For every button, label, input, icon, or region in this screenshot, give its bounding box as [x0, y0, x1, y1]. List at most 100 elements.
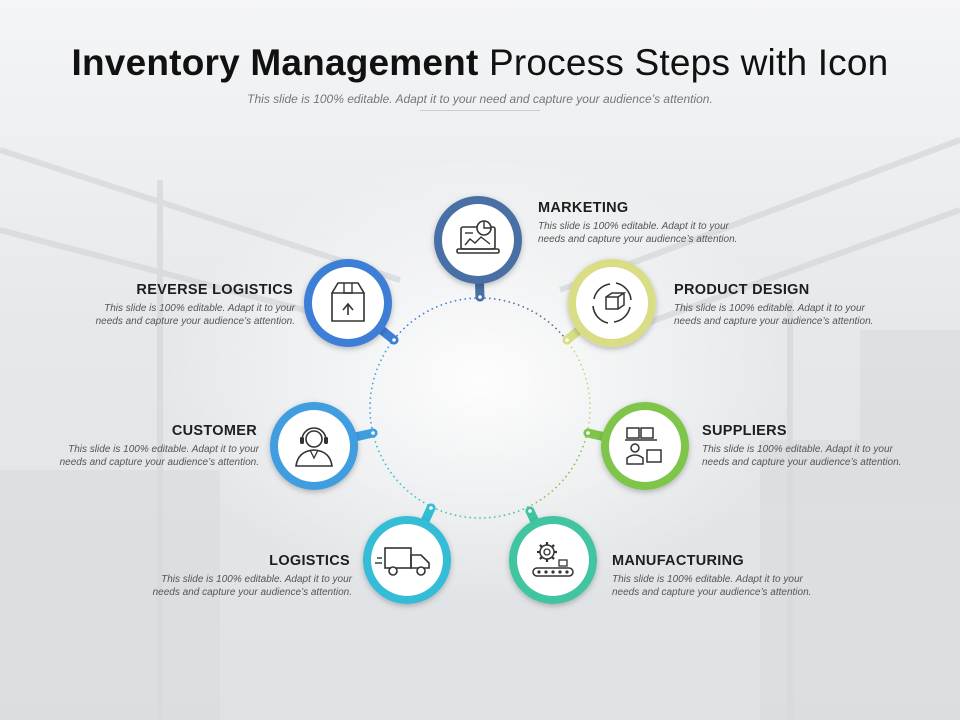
ring-dot: [570, 346, 573, 349]
title-bold: Inventory Management: [71, 42, 479, 83]
ring-dot: [531, 503, 534, 506]
ring-dot: [488, 297, 491, 300]
ring-dot: [431, 307, 434, 310]
ring-dot: [588, 392, 590, 395]
ring-dot: [369, 407, 371, 409]
desc-line-1: This slide is 100% editable. Adapt it to…: [538, 221, 729, 232]
step-reverse-logistics: [304, 259, 399, 347]
ring-dot: [464, 298, 467, 300]
ring-dot: [399, 331, 402, 333]
ring-dot: [377, 363, 380, 366]
ring-dot: [370, 426, 373, 429]
ring-dot: [379, 454, 382, 457]
ring-dot: [426, 310, 429, 313]
headset-person-icon: [295, 427, 333, 467]
ring-dot: [370, 392, 372, 395]
ring-dot: [410, 321, 413, 323]
ring-dot: [588, 421, 590, 424]
ring-dot: [382, 354, 385, 357]
ring-dot: [513, 511, 515, 514]
ring-dot: [498, 298, 501, 301]
ring-dot: [390, 471, 392, 474]
ring-dot: [374, 441, 377, 443]
ring-dot: [493, 516, 496, 518]
ring-dot: [543, 318, 546, 320]
ring-dot: [517, 510, 520, 512]
step-inner-circle: [371, 524, 443, 596]
ring-dot: [488, 516, 491, 519]
ring-dot: [449, 301, 452, 303]
step-label-logistics: LOGISTICS: [269, 553, 350, 569]
ring-dot: [578, 359, 581, 362]
ring-dot: [582, 368, 584, 371]
ring-dot: [369, 402, 372, 404]
ring-dot: [418, 315, 421, 318]
ring-dot: [445, 511, 447, 514]
ring-dot: [474, 516, 476, 519]
step-inner-circle: [517, 524, 589, 596]
ring-dot: [369, 412, 372, 414]
ring-dot: [406, 489, 409, 492]
ring-dot: [435, 305, 438, 308]
ring-dot: [379, 359, 382, 362]
ring-dot: [396, 334, 399, 337]
step-label-suppliers: SUPPLIERS: [702, 423, 787, 439]
ring-dot: [440, 510, 443, 512]
ring-dot: [573, 350, 576, 353]
ring-dot: [587, 426, 590, 429]
desc-line-2: needs and capture your audience’s attent…: [95, 316, 295, 327]
ring-dot: [384, 350, 387, 353]
ring-dot: [414, 496, 417, 498]
ring-dot: [582, 445, 584, 448]
ring-dot: [585, 377, 587, 380]
connector-dot: [478, 295, 482, 299]
ring-dot: [396, 479, 399, 482]
desc-line-1: This slide is 100% editable. Adapt it to…: [612, 574, 803, 585]
ring-dot: [526, 307, 529, 310]
ring-dot: [570, 467, 573, 470]
ring-dot: [555, 327, 557, 330]
ring-dot: [539, 315, 542, 318]
step-label-marketing: MARKETING: [538, 200, 629, 216]
ring-dot: [373, 377, 375, 380]
ring-dot: [382, 459, 385, 462]
ring-dot: [575, 354, 578, 357]
ring-dot: [522, 305, 525, 308]
ring-dot: [464, 516, 467, 518]
step-customer: [270, 402, 378, 490]
ring-dot: [376, 445, 378, 448]
step-inner-circle: [609, 410, 681, 482]
step-desc-suppliers: This slide is 100% editable. Adapt it to…: [702, 443, 932, 469]
page-subtitle: This slide is 100% editable. Adapt it to…: [247, 92, 713, 106]
ring-dot: [561, 334, 564, 337]
ring-dot: [547, 321, 550, 323]
ring-dot: [474, 297, 476, 300]
ring-dot: [558, 483, 561, 485]
step-desc-manufacturing: This slide is 100% editable. Adapt it to…: [612, 573, 842, 599]
ring-dot: [410, 493, 413, 495]
step-label-customer: CUSTOMER: [171, 423, 257, 439]
ring-dot: [568, 471, 570, 474]
step-desc-marketing: This slide is 100% editable. Adapt it to…: [538, 220, 768, 246]
ring-dot: [508, 513, 511, 515]
ring-dot: [406, 324, 409, 327]
connector-dot: [586, 431, 590, 435]
ring-dot: [587, 387, 590, 390]
step-suppliers: [583, 402, 689, 490]
ring-dot: [403, 327, 405, 330]
gear-conveyor-icon: [532, 542, 574, 577]
ring-dot: [522, 508, 525, 511]
step-desc-reverse-logistics: This slide is 100% editable. Adapt it to…: [65, 302, 295, 328]
desc-line-2: needs and capture your audience’s attent…: [59, 457, 259, 468]
ring-dot: [575, 459, 578, 462]
ring-dot: [414, 318, 417, 320]
ring-dot: [588, 416, 591, 419]
ring-dot: [513, 302, 515, 305]
desc-line-1: This slide is 100% editable. Adapt it to…: [161, 574, 352, 585]
ring-dot: [435, 508, 438, 511]
ring-dot: [484, 297, 486, 300]
step-desc-customer: This slide is 100% editable. Adapt it to…: [29, 443, 259, 469]
connector-dot: [565, 338, 569, 342]
ring-dot: [588, 397, 591, 400]
